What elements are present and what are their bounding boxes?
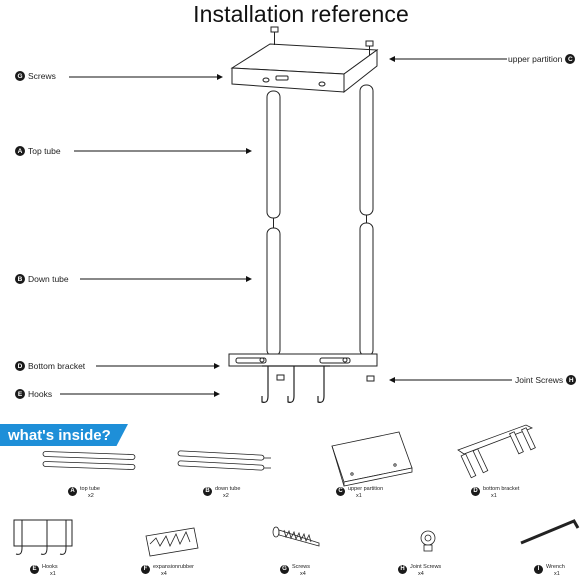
joint-screw-drawing xyxy=(276,374,375,382)
part-name-b: down tube xyxy=(215,486,241,492)
part-name-i: Wrench xyxy=(546,564,565,570)
part-name-d: bottom bracket xyxy=(483,486,520,492)
badge-c: C xyxy=(565,54,576,64)
callout-down-tube-text: Down tube xyxy=(28,274,69,284)
callout-upper-partition-text: upper partition xyxy=(508,54,563,64)
callout-joint-screws: Joint Screws H xyxy=(515,375,577,385)
badge-a: A xyxy=(15,146,25,156)
part-h-drawing xyxy=(420,530,436,552)
callout-screws-text: Screws xyxy=(28,71,56,81)
callout-down-tube: B Down tube xyxy=(15,274,69,284)
part-e-drawing xyxy=(13,519,73,555)
part-b-drawing xyxy=(177,450,271,471)
bottom-bracket-drawing xyxy=(228,353,378,367)
part-name-c: upper partition xyxy=(348,486,384,492)
badge-b: B xyxy=(15,274,25,284)
part-qty-b: x2 xyxy=(223,492,229,499)
part-name-a: top tube xyxy=(80,486,100,492)
part-badge-c: C xyxy=(336,487,345,496)
part-g-drawing xyxy=(272,526,320,547)
callout-joint-screws-text: Joint Screws xyxy=(515,375,564,385)
part-qty-h: x4 xyxy=(418,570,424,577)
part-qty-i: x1 xyxy=(554,570,560,577)
part-badge-g: G xyxy=(280,565,289,574)
part-i-drawing xyxy=(520,519,580,545)
part-name-e: Hooks xyxy=(42,564,58,570)
callout-bottom-bracket-text: Bottom bracket xyxy=(28,361,86,371)
callout-hooks: E Hooks xyxy=(15,389,52,399)
callout-screws: G Screws xyxy=(15,71,56,81)
badge-e: E xyxy=(15,389,25,399)
part-qty-g: x4 xyxy=(300,570,306,577)
tubes-drawing xyxy=(266,84,374,357)
hooks-drawing xyxy=(261,365,330,403)
part-name-f: expansionrubber xyxy=(153,564,194,570)
part-badge-a: A xyxy=(68,487,77,496)
part-badge-i: I xyxy=(534,565,543,574)
upper-partition-drawing xyxy=(230,43,379,94)
part-badge-b: B xyxy=(203,487,212,496)
part-qty-d: x1 xyxy=(491,492,497,499)
part-name-h: Joint Screws xyxy=(410,564,442,570)
leader-arrows xyxy=(60,56,512,397)
part-f-drawing xyxy=(145,527,199,557)
part-a-drawing xyxy=(42,451,136,470)
part-c-drawing xyxy=(331,431,413,487)
badge-h: H xyxy=(566,375,577,385)
part-d-drawing xyxy=(457,424,536,479)
part-badge-e: E xyxy=(30,565,39,574)
callout-top-tube: A Top tube xyxy=(15,146,61,156)
part-qty-a: x2 xyxy=(88,492,94,499)
callout-upper-partition: upper partition C xyxy=(508,54,576,64)
part-qty-c: x1 xyxy=(356,492,362,499)
part-badge-d: D xyxy=(471,487,480,496)
part-badge-f: F xyxy=(141,565,150,574)
part-name-g: Screws xyxy=(292,564,311,570)
callout-hooks-text: Hooks xyxy=(28,389,53,399)
whats-inside-banner: what's inside? xyxy=(0,424,128,446)
top-screws-drawing xyxy=(270,26,374,55)
part-qty-e: x1 xyxy=(50,570,56,577)
callout-top-tube-text: Top tube xyxy=(28,146,61,156)
part-qty-f: x4 xyxy=(161,570,167,577)
part-badge-h: H xyxy=(398,565,407,574)
callout-bottom-bracket: D Bottom bracket xyxy=(15,361,85,371)
badge-g: G xyxy=(15,71,25,81)
diagram-title: Installation reference xyxy=(193,1,409,27)
badge-d: D xyxy=(15,361,25,371)
